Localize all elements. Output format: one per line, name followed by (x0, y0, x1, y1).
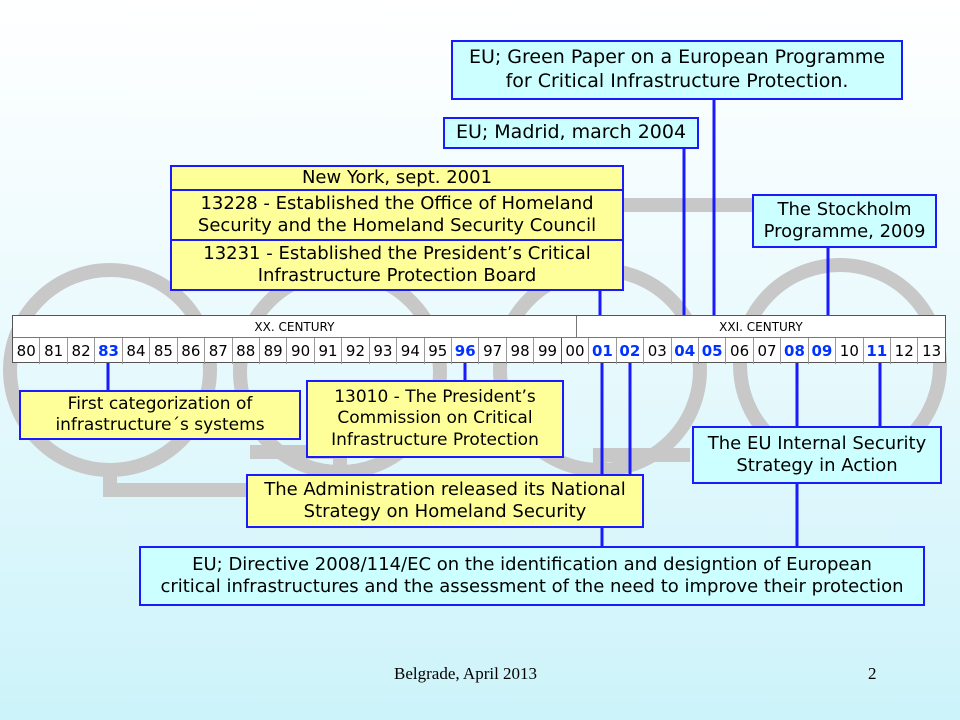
directive-box: EU; Directive 2008/114/EC on the identif… (139, 546, 925, 606)
eo-13010-line-2: Commission on Critical (337, 408, 533, 429)
eo-13228-box: 13228 - Established the Office of Homela… (170, 189, 624, 241)
eo-13231-line-2: Infrastructure Protection Board (257, 265, 537, 286)
year-07: 07 (754, 338, 782, 364)
century-row: XX. CENTURY XXI. CENTURY (13, 316, 945, 338)
year-83: 83 (95, 338, 123, 364)
directive-line-1: EU; Directive 2008/114/EC on the identif… (192, 553, 872, 575)
new-york-box: New York, sept. 2001 (170, 165, 624, 191)
madrid-box: EU; Madrid, march 2004 (443, 117, 699, 149)
year-00: 00 (562, 338, 590, 364)
eo-13228-line-1: 13228 - Established the Office of Homela… (200, 192, 594, 214)
year-06: 06 (726, 338, 754, 364)
national-strategy-line-1: The Administration released its National (264, 478, 626, 500)
year-88: 88 (233, 338, 260, 364)
eo-13010-box: 13010 - The President’s Commission on Cr… (306, 380, 564, 458)
year-91: 91 (315, 338, 343, 364)
century-20th: XX. CENTURY (13, 316, 577, 338)
year-92: 92 (342, 338, 370, 364)
eo-13231-box: 13231 - Established the President’s Crit… (170, 239, 624, 291)
year-96: 96 (452, 338, 480, 364)
eu-iss-line-1: The EU Internal Security (707, 432, 927, 454)
green-paper-box: EU; Green Paper on a European Programme … (451, 40, 903, 100)
year-80: 80 (13, 338, 41, 364)
national-strategy-box: The Administration released its National… (246, 474, 644, 528)
deco-connector-1 (103, 470, 270, 497)
eo-13010-line-1: 13010 - The President’s (334, 387, 536, 408)
year-08: 08 (781, 338, 809, 364)
page-number: 2 (868, 664, 877, 683)
year-03: 03 (644, 338, 672, 364)
year-98: 98 (507, 338, 535, 364)
year-90: 90 (287, 338, 315, 364)
stockholm-line-1: The Stockholm (777, 198, 912, 220)
eo-13010-line-3: Infrastructure Protection (331, 429, 539, 450)
year-93: 93 (370, 338, 398, 364)
year-82: 82 (68, 338, 96, 364)
national-strategy-line-2: Strategy on Homeland Security (303, 501, 587, 522)
year-13: 13 (922, 342, 942, 360)
deco-connector-4 (593, 448, 690, 470)
eu-iss-line-2: Strategy in Action (736, 455, 898, 476)
first-categorization-line-1: First categorization of (67, 393, 253, 414)
year-04: 04 (672, 338, 699, 364)
year-95: 95 (425, 338, 452, 364)
year-01: 01 (589, 338, 617, 364)
stockholm-line-2: Programme, 2009 (763, 221, 926, 242)
year-94: 94 (397, 338, 425, 364)
year-12: 12 (891, 338, 919, 364)
first-categorization-line-2: infrastructure´s systems (55, 415, 265, 435)
year-02: 02 (617, 338, 645, 364)
stockholm-box: The Stockholm Programme, 2009 (752, 194, 937, 248)
directive-line-2: critical infrastructures and the assessm… (160, 576, 904, 597)
year-89: 89 (260, 338, 288, 364)
year-85: 85 (150, 338, 178, 364)
eo-13228-line-2: Security and the Homeland Security Counc… (197, 215, 597, 236)
year-87: 87 (205, 338, 233, 364)
year-11: 11 (864, 338, 891, 364)
green-paper-line-1: EU; Green Paper on a European Programme (468, 46, 886, 69)
madrid-text: EU; Madrid, march 2004 (455, 121, 687, 144)
footer-location-date: Belgrade, April 2013 (394, 664, 538, 683)
year-84: 84 (123, 338, 151, 364)
year-99: 99 (534, 338, 562, 364)
green-paper-line-2: for Critical Infrastructure Protection. (505, 70, 849, 92)
year-86: 86 (178, 338, 206, 364)
new-york-text: New York, sept. 2001 (301, 166, 493, 188)
year-05: 05 (699, 338, 727, 364)
year-10: 10 (836, 338, 864, 364)
eu-iss-box: The EU Internal Security Strategy in Act… (692, 426, 942, 484)
first-categorization-box: First categorization of infrastructure´s… (19, 390, 301, 440)
eo-13231-line-1: 13231 - Established the President’s Crit… (203, 242, 591, 264)
year-81: 81 (40, 338, 68, 364)
century-21st: XXI. CENTURY (576, 316, 945, 338)
year-97: 97 (479, 338, 507, 364)
year-09: 09 (809, 338, 837, 364)
